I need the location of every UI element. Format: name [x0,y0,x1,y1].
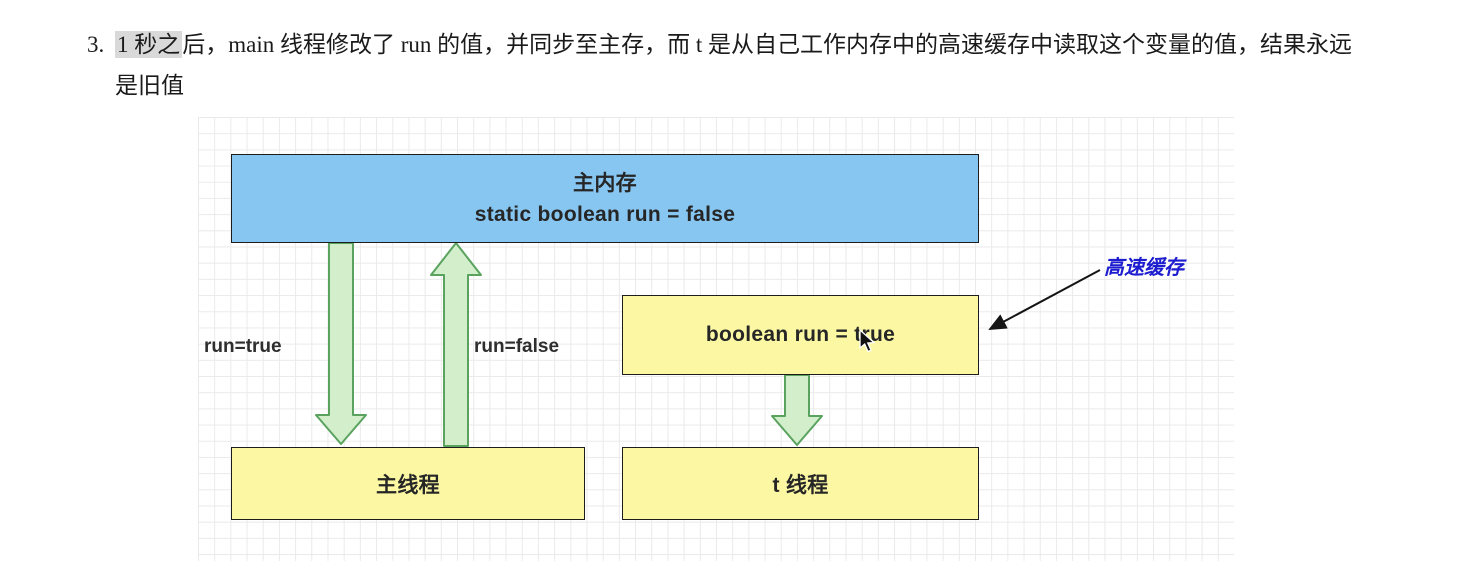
t-thread-box: t 线程 [622,447,979,520]
cache-annotation-label: 高速缓存 [1104,257,1184,279]
down-arrow-label: run=true [204,336,282,357]
main-thread-label: 主线程 [376,473,440,497]
main-thread-box: 主线程 [231,447,585,520]
note-text: 3. 1 秒之后，main 线程修改了 run 的值，并同步至主存，而 t 是从自… [87,24,1360,106]
cache-box: boolean run = true [622,295,979,375]
list-number: 3. [87,32,105,57]
mouse-cursor-icon [858,328,878,360]
main-memory-title: 主内存 [573,171,637,195]
highlighted-text: 1 秒之 [115,31,183,58]
main-memory-box: 主内存 static boolean run = false [231,154,979,243]
t-thread-label: t 线程 [772,473,829,497]
note-body: 后，main 线程修改了 run 的值，并同步至主存，而 t 是从自己工作内存中… [115,32,1353,98]
main-memory-subtitle: static boolean run = false [474,202,736,226]
up-arrow-label: run=false [474,336,560,357]
cache-box-label: boolean run = true [705,323,896,346]
